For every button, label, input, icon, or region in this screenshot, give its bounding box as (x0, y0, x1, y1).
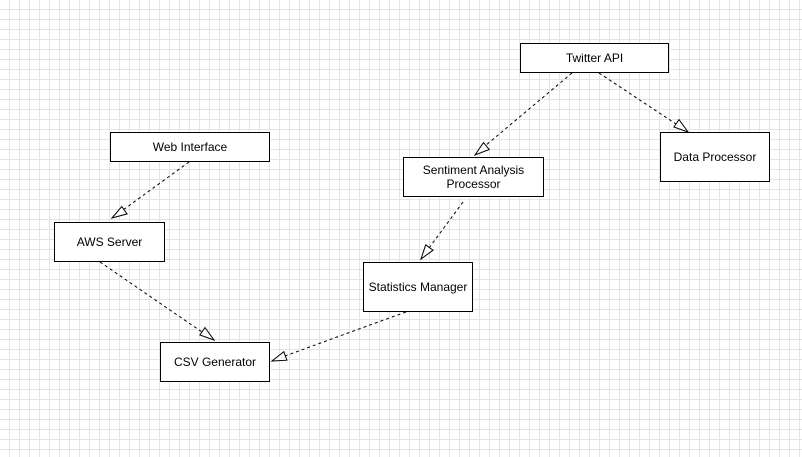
node-label: Web Interface (152, 140, 228, 154)
node-statistics-manager[interactable]: Statistics Manager (363, 262, 473, 312)
node-label: Data Processor (673, 150, 757, 164)
node-label: CSV Generator (173, 355, 257, 369)
node-data-processor[interactable]: Data Processor (660, 132, 770, 182)
dashed-connector[interactable] (284, 311, 407, 357)
edge-aws-server-to-csv-generator[interactable] (99, 261, 216, 342)
open-triangle-arrowhead (673, 118, 690, 134)
node-label: Sentiment Analysis Processor (422, 163, 525, 191)
node-label: Statistics Manager (368, 280, 468, 294)
dashed-connector[interactable] (428, 201, 464, 249)
dashed-connector[interactable] (484, 72, 573, 147)
dashed-connector[interactable] (122, 161, 190, 211)
node-label: Twitter API (565, 51, 624, 65)
dashed-connector[interactable] (598, 72, 677, 125)
edge-web-interface-to-aws-server[interactable] (110, 161, 190, 219)
edge-twitter-api-to-data-processor[interactable] (598, 72, 690, 134)
node-aws-server[interactable]: AWS Server (54, 222, 165, 262)
edge-twitter-api-to-sentiment-processor[interactable] (473, 72, 573, 157)
node-label: AWS Server (76, 235, 143, 249)
node-csv-generator[interactable]: CSV Generator (160, 342, 270, 382)
open-triangle-arrowhead (199, 326, 216, 342)
open-triangle-arrowhead (420, 243, 434, 261)
edge-statistics-manager-to-csv-generator[interactable] (270, 311, 407, 362)
node-twitter-api[interactable]: Twitter API (520, 43, 669, 73)
open-triangle-arrowhead (270, 350, 288, 362)
node-sentiment-analysis-processor[interactable]: Sentiment Analysis Processor (403, 157, 544, 197)
dashed-connector[interactable] (99, 261, 203, 333)
edge-sentiment-processor-to-statistics-manager[interactable] (420, 201, 464, 261)
open-triangle-arrowhead (473, 141, 491, 157)
node-web-interface[interactable]: Web Interface (110, 132, 270, 162)
open-triangle-arrowhead (110, 205, 128, 219)
